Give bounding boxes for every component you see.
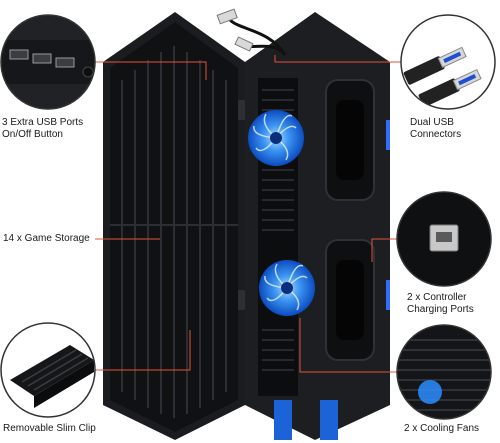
- stand-foot-right: [320, 400, 338, 440]
- label-slim-clip: Removable Slim Clip: [3, 423, 96, 434]
- label-dual-usb-line-2: Connectors: [410, 129, 462, 140]
- cooling-fan-top: [248, 110, 304, 166]
- usb-connector-icon: [401, 15, 495, 109]
- label-dual-usb: Dual USB Connectors: [410, 117, 461, 141]
- micro-usb-icon: [397, 192, 491, 286]
- clip-icon: [1, 323, 95, 417]
- label-controller-line-2: Charging Ports: [407, 304, 474, 315]
- label-usb-ports-line-2: On/Off Button: [2, 129, 63, 140]
- leader-lines: [95, 55, 401, 373]
- label-cooling-fans: 2 x Cooling Fans: [404, 423, 480, 434]
- cooling-fan-bottom: [259, 260, 315, 316]
- label-usb-ports-line-1: 3 Extra USB Ports: [2, 117, 84, 128]
- usb-hub-icon: [1, 15, 95, 109]
- vertical-stand: [103, 8, 390, 440]
- label-usb-ports: 3 Extra USB Ports On/Off Button: [2, 117, 83, 141]
- label-dual-usb-line-1: Dual USB: [410, 117, 454, 128]
- cooling-fan-icon: [397, 325, 491, 419]
- label-controller-line-1: 2 x Controller: [407, 292, 467, 303]
- stand-foot-left: [274, 400, 292, 440]
- label-controller-charging: 2 x Controller Charging Ports: [407, 292, 474, 316]
- label-game-storage: 14 x Game Storage: [3, 233, 90, 244]
